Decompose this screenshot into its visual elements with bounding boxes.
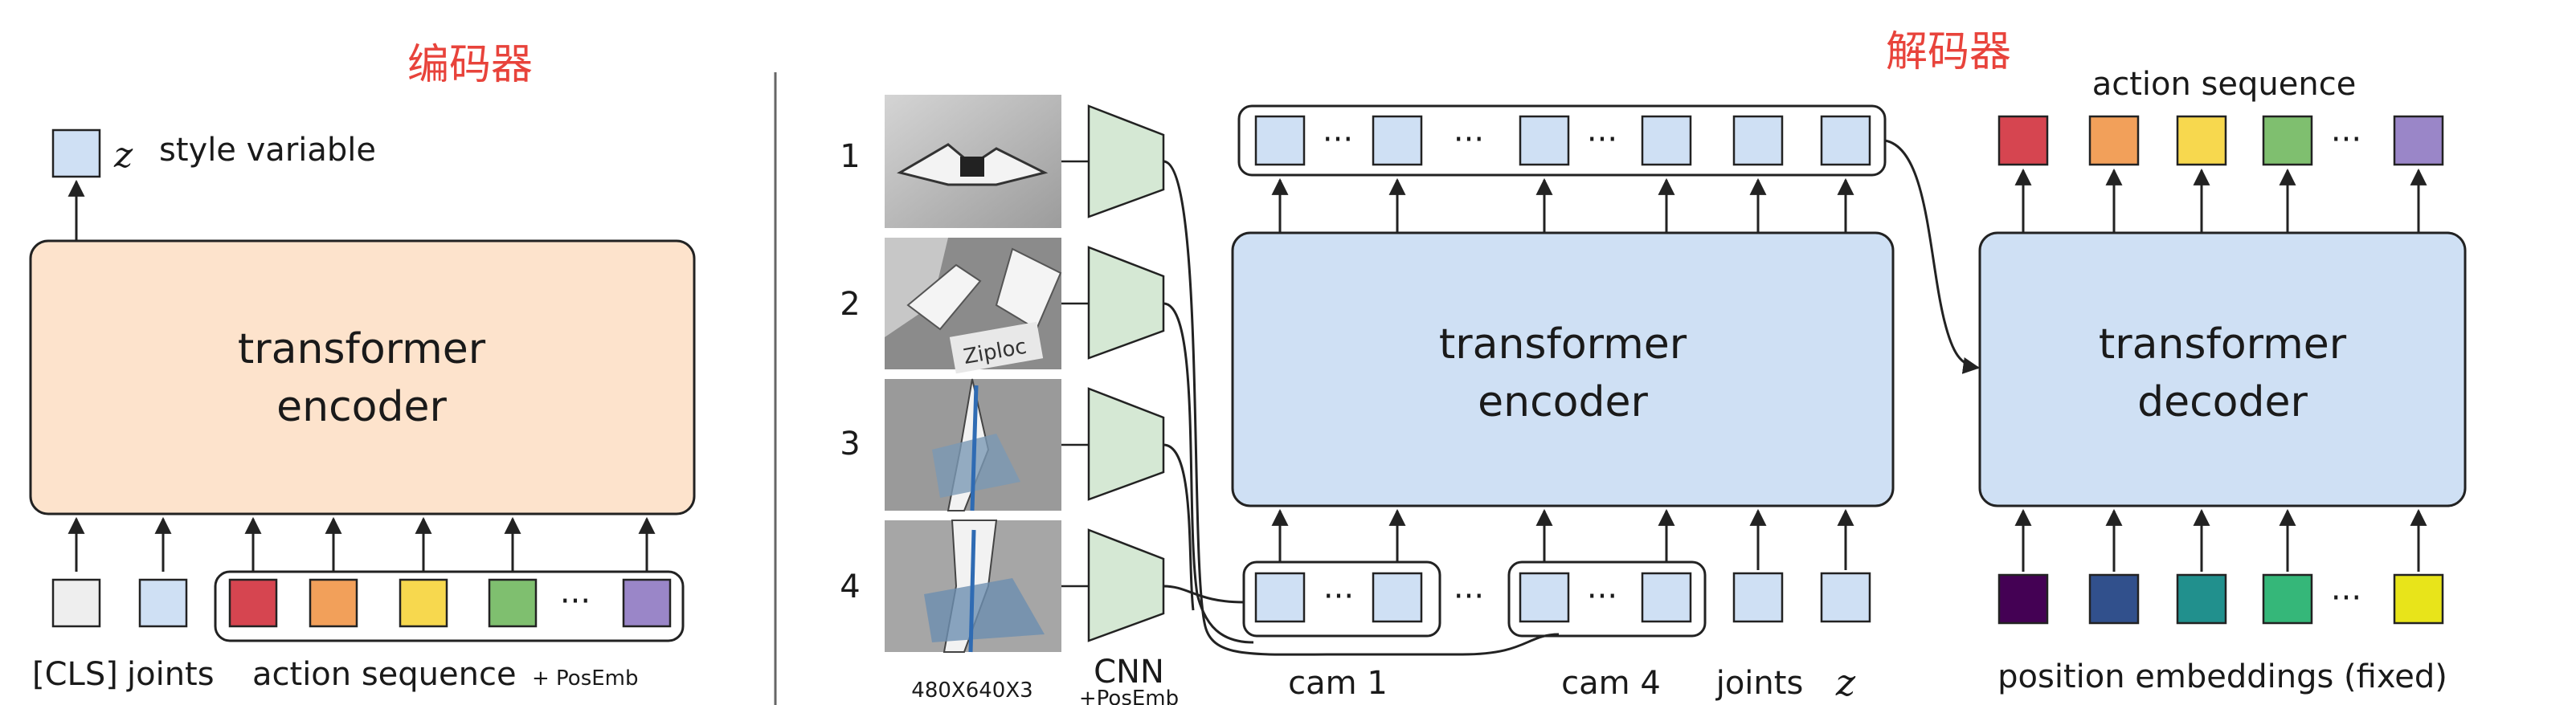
camera-image-1	[885, 95, 1061, 228]
action-token-3	[399, 578, 448, 628]
encoder-title: 编码器	[407, 41, 533, 89]
style-variable-token	[51, 128, 101, 178]
cam4-token-group	[1507, 560, 1707, 638]
cls-label: [CLS]	[32, 656, 118, 693]
action-ellipsis: ···	[560, 583, 591, 620]
decoder-block-line2: decoder	[2137, 378, 2308, 426]
cam1-ellipsis: ···	[1323, 578, 1354, 615]
main-encoder-line2: encoder	[1478, 378, 1648, 426]
encoder-to-decoder-arrow	[1884, 139, 1981, 374]
encoder-block-line1: transformer	[238, 325, 486, 373]
cls-token	[51, 578, 101, 628]
joints-label: joints	[126, 656, 215, 693]
decoder-output-token-1	[1997, 115, 2049, 166]
decoder-output-label: action sequence	[2092, 66, 2357, 103]
action-token-1	[228, 578, 278, 628]
encoder-output-token-6	[1820, 115, 1871, 166]
posemb-ellipsis: ···	[2331, 580, 2361, 617]
posemb-token-3	[2176, 573, 2227, 625]
cam4-label: cam 4	[1561, 665, 1661, 702]
main-encoder-block	[1231, 231, 1895, 507]
encoder-output-token-4	[1641, 115, 1692, 166]
posemb-label: + PosEmb	[532, 666, 639, 691]
main-z-token	[1820, 572, 1871, 623]
cam4-token-1	[1519, 572, 1570, 623]
position-embeddings-label: position embeddings (fixed)	[1997, 658, 2447, 695]
posemb-token-5	[2393, 573, 2444, 625]
cnn-to-tokens-curve-4	[1163, 585, 1245, 604]
cnn-2	[1087, 246, 1165, 360]
main-joints-label: joints	[1715, 665, 1804, 702]
image-size-label: 480X640X3	[911, 679, 1032, 703]
style-variable-symbol: z	[113, 135, 133, 176]
transformer-decoder: action sequence ··· transformer decoder …	[1978, 66, 2467, 695]
decoder-output-token-3	[2176, 115, 2227, 166]
cam-between-ellipsis: ···	[1454, 578, 1484, 615]
cam1-token-2	[1372, 572, 1423, 623]
camera-image-3	[885, 378, 1061, 511]
cnn-4	[1087, 528, 1165, 642]
encoder-output-token-1	[1254, 115, 1306, 166]
camera-image-4	[885, 520, 1061, 653]
camera-inputs: 1 2 3 4 Ziploc	[840, 95, 1560, 705]
joints-token	[138, 578, 188, 628]
action-sequence-label: action sequence	[252, 656, 517, 693]
cam4-token-2	[1641, 572, 1692, 623]
main-encoder-line1: transformer	[1439, 320, 1687, 369]
main-joints-token	[1732, 572, 1784, 623]
posemb-token-2	[2088, 573, 2140, 625]
action-token-4	[488, 578, 538, 628]
row-number-3: 3	[840, 426, 860, 463]
action-sequence-group	[214, 570, 685, 642]
decoder-output-token-5	[2393, 115, 2444, 166]
camera-image-2: Ziploc	[885, 238, 1062, 374]
cam1-token-1	[1254, 572, 1306, 623]
encoder-output-token-5	[1732, 115, 1784, 166]
encoder-output-ellipsis-2: ···	[1454, 121, 1484, 158]
row-number-1: 1	[840, 138, 860, 175]
cnn-label: CNN	[1094, 654, 1164, 691]
action-token-5	[622, 578, 672, 628]
cvae-encoder: z style variable transformer encoder ···…	[29, 128, 696, 693]
decoder-block	[1978, 231, 2467, 507]
encoder-block	[29, 239, 696, 516]
encoder-output-token-2	[1372, 115, 1423, 166]
posemb-token-4	[2262, 573, 2313, 625]
cnn-to-tokens-curve-3	[1163, 443, 1195, 611]
row-number-4: 4	[840, 568, 860, 605]
main-z-label: z	[1835, 661, 1856, 704]
cam1-token-group	[1242, 560, 1441, 638]
encoder-block-line2: encoder	[276, 383, 447, 431]
decoder-output-ellipsis: ···	[2331, 121, 2361, 158]
cnn-posemb-label: +PosEmb	[1079, 687, 1179, 705]
decoder-title: 解码器	[1886, 28, 2011, 76]
cam4-ellipsis: ···	[1587, 578, 1617, 615]
main-encoder: ··· ··· ··· transformer encoder ··· ···	[1231, 104, 1981, 704]
cnn-3	[1087, 387, 1165, 501]
decoder-output-token-2	[2088, 115, 2140, 166]
style-variable-label: style variable	[159, 132, 376, 169]
cnn-to-tokens-curve-1	[1163, 160, 1560, 656]
cnn-1	[1087, 104, 1165, 218]
posemb-token-1	[1997, 573, 2049, 625]
decoder-output-token-4	[2262, 115, 2313, 166]
cnn-to-tokens-curve-2	[1163, 302, 1254, 644]
encoder-output-token-3	[1519, 115, 1570, 166]
decoder-block-line1: transformer	[2099, 320, 2347, 369]
encoder-output-ellipsis-3: ···	[1587, 121, 1617, 158]
action-token-2	[309, 578, 358, 628]
row-number-2: 2	[840, 286, 860, 323]
encoder-output-ellipsis-1: ···	[1323, 121, 1353, 158]
cam1-label: cam 1	[1288, 665, 1388, 702]
